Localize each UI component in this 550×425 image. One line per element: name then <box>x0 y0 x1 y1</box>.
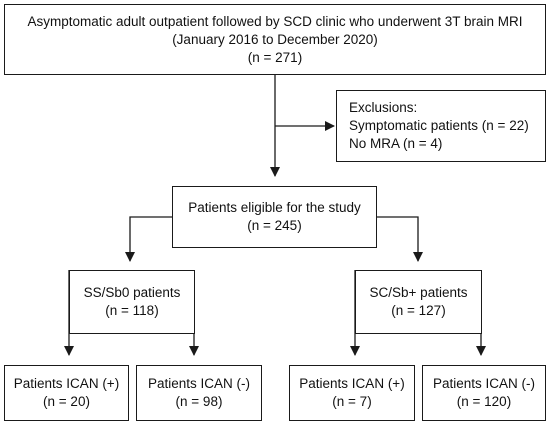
sc-ican-negative-label: Patients ICAN (-) <box>432 376 536 391</box>
box-ss-ican-positive: Patients ICAN (+) (n = 20) <box>4 365 129 421</box>
initial-population-period: (January 2016 to December 2020) <box>172 31 378 47</box>
initial-population-count: (n = 271) <box>247 49 303 65</box>
ss-ican-positive-label: Patients ICAN (+) <box>13 376 120 391</box>
arrow-eligible-to-ss <box>125 216 172 262</box>
arrow-eligible-to-sc <box>377 216 423 262</box>
box-initial-population: Asymptomatic adult outpatient followed b… <box>4 4 546 75</box>
ss-ican-positive-count: (n = 20) <box>43 394 90 409</box>
box-sc-sbplus: SC/Sb+ patients (n = 127) <box>355 270 482 334</box>
exclusions-symptomatic: Symptomatic patients (n = 22) <box>349 118 529 133</box>
exclusions-no-mra: No MRA (n = 4) <box>349 136 443 151</box>
ss-sb0-label: SS/Sb0 patients <box>83 285 181 300</box>
sc-sbplus-label: SC/Sb+ patients <box>369 285 468 300</box>
ss-ican-negative-label: Patients ICAN (-) <box>147 376 251 391</box>
box-eligible: Patients eligible for the study (n = 245… <box>172 186 377 248</box>
initial-population-title: Asymptomatic adult outpatient followed b… <box>27 13 523 29</box>
sc-ican-positive-count: (n = 7) <box>332 394 372 409</box>
box-sc-ican-positive: Patients ICAN (+) (n = 7) <box>289 365 415 421</box>
eligible-label: Patients eligible for the study <box>188 200 361 215</box>
ss-sb0-count: (n = 118) <box>105 303 159 318</box>
eligible-count: (n = 245) <box>247 218 302 233</box>
sc-ican-negative-count: (n = 120) <box>456 394 512 409</box>
box-sc-ican-negative: Patients ICAN (-) (n = 120) <box>422 365 546 421</box>
sc-sbplus-count: (n = 127) <box>391 303 446 318</box>
box-exclusions: Exclusions: Symptomatic patients (n = 22… <box>336 90 546 162</box>
box-ss-sb0: SS/Sb0 patients (n = 118) <box>69 270 195 334</box>
ss-ican-negative-count: (n = 98) <box>175 394 223 409</box>
sc-ican-positive-label: Patients ICAN (+) <box>299 376 405 391</box>
box-ss-ican-negative: Patients ICAN (-) (n = 98) <box>136 365 262 421</box>
exclusions-title: Exclusions: <box>349 100 418 115</box>
